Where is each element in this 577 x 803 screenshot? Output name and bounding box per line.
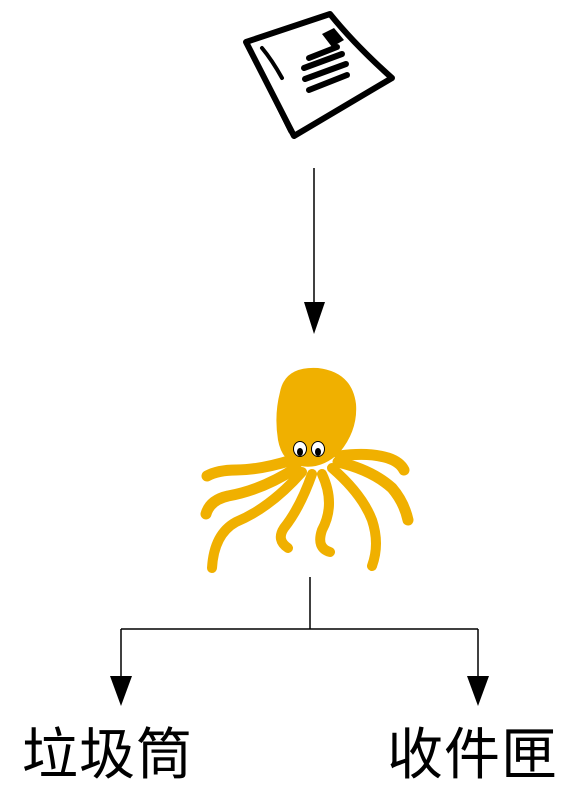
arrow-filter-to-inbox: [467, 629, 489, 706]
mail-envelope-icon: [243, 11, 395, 139]
inbox-label: 收件匣: [387, 723, 558, 788]
branch-connector: [121, 577, 478, 630]
octopus-icon: [200, 367, 414, 573]
arrow-mail-to-filter: [304, 168, 325, 334]
trash-label: 垃圾筒: [22, 723, 193, 788]
arrow-filter-to-trash: [110, 629, 132, 706]
